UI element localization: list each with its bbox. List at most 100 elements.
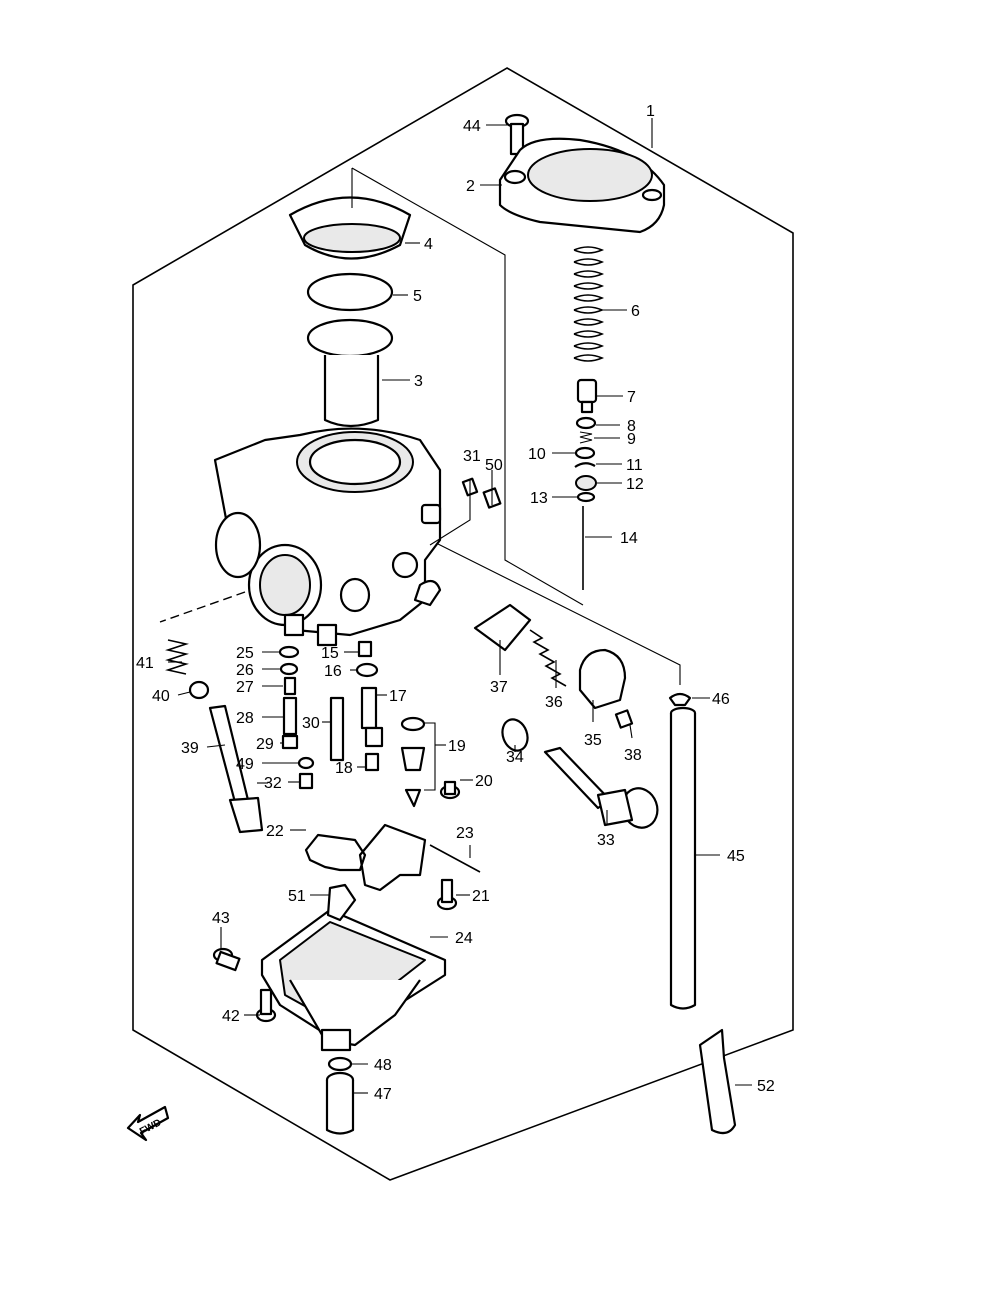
callout-8: 8 [627,418,636,435]
callout-34: 34 [506,749,524,766]
callout-20: 20 [475,773,493,790]
part-35-cover [578,648,627,710]
part-21-screw [436,878,458,911]
callout-2: 2 [466,178,475,195]
part-19-float-valve [400,716,426,808]
callout-52: 52 [757,1078,775,1095]
callout-46: 46 [712,691,730,708]
part-43-screw [212,947,241,972]
part-20-screw [439,780,461,800]
part-2-top-cap [498,137,666,234]
callout-labels: 1 2 3 4 5 6 7 8 9 10 11 12 13 14 15 16 1… [136,103,775,1103]
part-40-washer [188,680,210,700]
part-26-washer [279,662,299,676]
callout-50: 50 [485,457,503,474]
part-52-hose-guide [698,1028,737,1135]
part-39-pilot-screw [208,704,264,834]
callout-26: 26 [236,662,254,679]
callout-5: 5 [413,288,422,305]
part-34-o-ring [501,718,529,752]
callout-32: 32 [264,775,282,792]
callout-3: 3 [414,373,423,390]
part-30-needle-jet [329,696,345,762]
part-51-clip [326,883,357,922]
callout-48: 48 [374,1057,392,1074]
part-47-drain-hose [325,1071,355,1135]
callout-13: 13 [530,490,548,507]
callout-21: 21 [472,888,490,905]
guide-line-body [351,167,584,606]
callout-51: 51 [288,888,306,905]
callout-19: 19 [448,738,466,755]
callout-10: 10 [528,446,546,463]
callout-11: 11 [626,457,643,474]
callout-37: 37 [490,679,508,696]
callout-22: 22 [266,823,284,840]
callout-9: 9 [627,431,636,448]
part-17-main-jet [360,686,384,748]
leader-lines [168,118,752,1094]
callout-41: 41 [136,655,154,672]
part-38-screw [614,709,634,729]
callout-49: 49 [236,756,254,773]
part-37-gasket [473,603,532,652]
callout-17: 17 [389,688,407,705]
part-49-o-ring [297,756,315,770]
callout-42: 42 [222,1008,240,1025]
callout-18: 18 [335,760,353,777]
part-8-washer [575,416,597,430]
part-28-jet-holder [282,696,298,736]
callout-36: 36 [545,694,563,711]
fwd-arrow-icon: FWD [126,1105,170,1142]
part-33-choke-plunger [543,746,659,829]
part-10-washer [574,446,596,460]
part-3-piston-valve [306,318,394,428]
part-18-jet [364,752,380,772]
callout-47: 47 [374,1086,392,1103]
callout-39: 39 [181,740,199,757]
carburetor-body [213,427,442,647]
callout-16: 16 [324,663,342,680]
part-5-o-ring [306,272,394,312]
callout-27: 27 [236,679,254,696]
callout-15: 15 [321,645,339,662]
callout-44: 44 [463,118,481,135]
callout-4: 4 [424,236,433,253]
part-32-screw [298,772,314,790]
part-13-washer [576,491,596,503]
part-48-clamp [327,1056,353,1072]
part-4-diaphragm [288,196,412,260]
part-23-float-pin [429,844,481,873]
part-25-o-ring [278,645,300,659]
part-7-needle-holder [576,378,598,414]
callout-12: 12 [626,476,644,493]
part-12-seat [575,475,597,491]
callout-6: 6 [631,303,640,320]
callout-31: 31 [463,448,481,465]
part-24-float-bowl-gasket [260,908,447,1052]
guide-line-45 [429,539,681,685]
part-16-o-ring [355,662,379,678]
callout-43: 43 [212,910,230,927]
part-27-jet [283,676,297,696]
part-11-clip [574,462,596,468]
part-46-clip [668,692,692,707]
part-29-jet [281,734,299,750]
callout-38: 38 [624,747,642,764]
part-6-spring [573,246,605,362]
part-42-screw [255,988,277,1023]
callout-29: 29 [256,736,274,753]
callout-23: 23 [456,825,474,842]
callout-25: 25 [236,645,254,662]
part-22-float [304,823,427,892]
callout-1: 1 [646,103,655,120]
callout-14: 14 [620,530,638,547]
callout-33: 33 [597,832,615,849]
callout-30: 30 [302,715,320,732]
part-41-spring [165,639,189,675]
callout-45: 45 [727,848,745,865]
callout-7: 7 [627,389,636,406]
callout-24: 24 [455,930,473,947]
assembly-frame [132,67,794,1181]
